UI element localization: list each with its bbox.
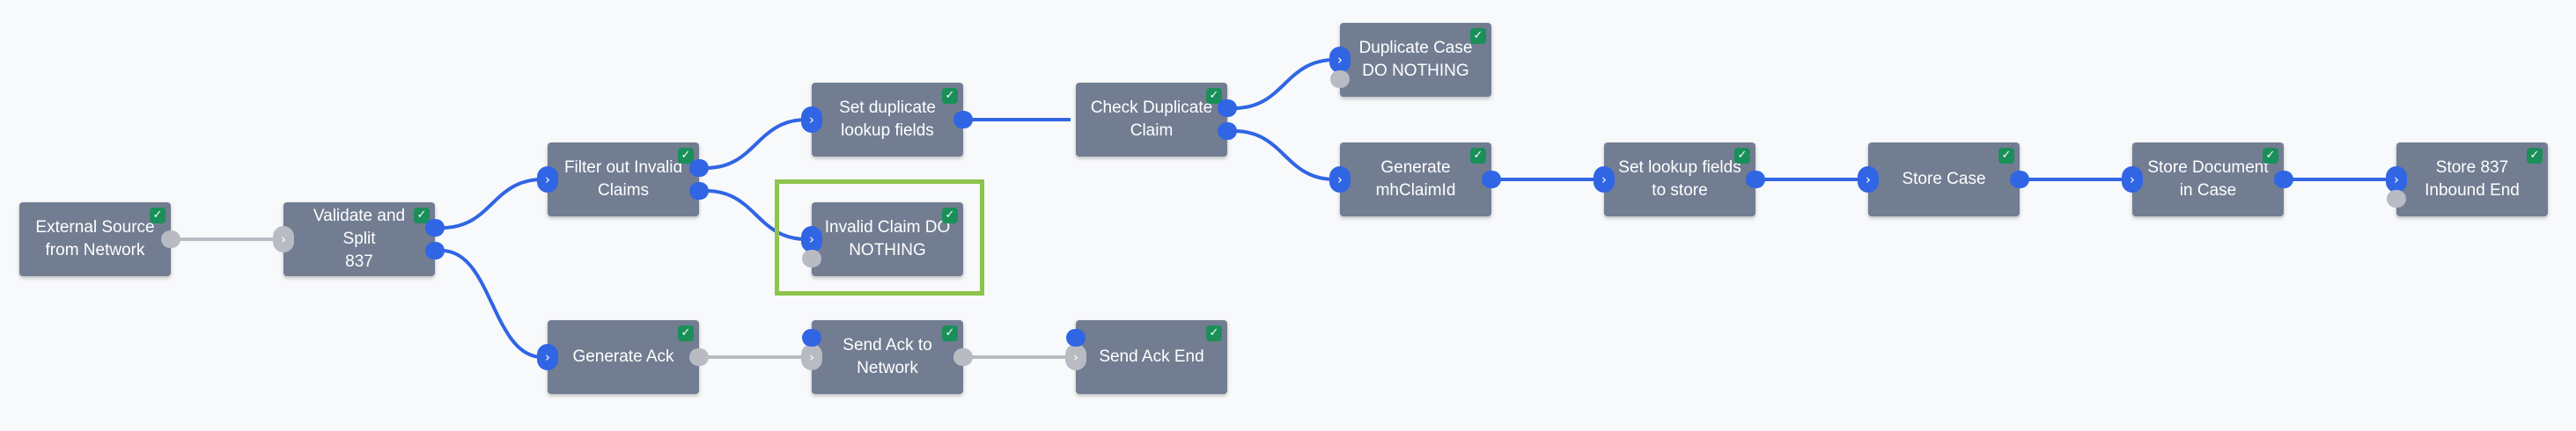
output-port[interactable] [1330,70,1350,88]
check-icon: ✓ [150,208,166,223]
input-port-chevron-icon[interactable]: › [801,226,822,252]
edge-n3-n5 [705,118,807,170]
node-n3[interactable]: Filter out Invalid Claims✓ [548,142,699,216]
node-n13[interactable]: Store Case ✓ [1868,142,2020,216]
node-label: Invalid Claim DO NOTHING [824,218,951,259]
input-port-chevron-icon[interactable]: › [537,344,558,370]
input-port-chevron-icon[interactable]: › [1593,166,1615,193]
input-port-chevron-icon[interactable]: › [1065,344,1086,370]
output-port[interactable] [425,219,445,237]
node-label: Send Ack to Network [843,336,932,377]
check-icon: ✓ [2263,148,2278,164]
check-icon: ✓ [1206,88,1222,104]
input-port-chevron-icon[interactable]: › [801,344,822,370]
secondary-port[interactable] [1066,329,1086,347]
input-port-chevron-icon[interactable]: › [537,166,558,193]
output-port[interactable] [689,348,709,366]
node-n9[interactable]: Send Ack End✓ [1076,320,1227,394]
node-label: Store 837 Inbound End [2425,158,2520,200]
node-n6[interactable]: Invalid Claim DO NOTHING✓ [812,202,963,276]
node-n7[interactable]: Send Ack to Network ✓ [812,320,963,394]
node-n2[interactable]: Validate and Split 837 ✓ [283,202,435,276]
output-port[interactable] [1746,171,1765,188]
check-icon: ✓ [678,148,694,164]
node-label: Check Duplicate Claim [1090,99,1213,140]
node-n12[interactable]: Set lookup fields to store✓ [1604,142,1755,216]
node-label: Validate and Split 837 [313,207,406,271]
edge-n3-n6 [705,189,807,241]
node-n8[interactable]: Check Duplicate Claim✓ [1076,83,1227,157]
node-n11[interactable]: Generate mhClaimId ✓ [1340,142,1491,216]
check-icon: ✓ [1470,148,1486,164]
check-icon: ✓ [942,208,958,223]
output-port[interactable] [953,348,973,366]
node-label: Send Ack End [1099,347,1204,366]
output-port[interactable] [689,159,709,177]
output-port[interactable] [1482,171,1501,188]
node-n14[interactable]: Store Document in Case✓ [2132,142,2284,216]
check-icon: ✓ [678,325,694,341]
node-label: Generate mhClaimId [1375,158,1456,200]
input-port-chevron-icon[interactable]: › [273,226,294,252]
input-port-chevron-icon[interactable]: › [2386,166,2407,193]
output-port[interactable] [689,182,709,200]
check-icon: ✓ [1470,28,1486,44]
node-n5[interactable]: Set duplicate lookup fields ✓ [812,83,963,157]
input-port-chevron-icon[interactable]: › [1858,166,1879,193]
output-port[interactable] [161,230,180,248]
edge-n8-n11 [1233,129,1336,181]
input-port-chevron-icon[interactable]: › [1329,166,1351,193]
input-port-chevron-icon[interactable]: › [1329,47,1351,73]
check-icon: ✓ [2527,148,2543,164]
check-icon: ✓ [942,88,958,104]
node-label: Store Case [1902,170,1986,188]
node-n4[interactable]: Generate Ack✓ [548,320,699,394]
node-label: Set lookup fields to store [1618,158,1741,200]
output-port[interactable] [425,242,445,259]
input-port-chevron-icon[interactable]: › [801,106,822,133]
check-icon: ✓ [942,325,958,341]
input-port-chevron-icon[interactable]: › [2122,166,2143,193]
secondary-port[interactable] [802,329,821,347]
output-port[interactable] [953,111,973,128]
edge-n2-n3 [441,178,543,230]
check-icon: ✓ [1206,325,1222,341]
check-icon: ✓ [1734,148,1750,164]
edge-n8-n10 [1233,58,1336,110]
output-port[interactable] [802,250,821,267]
output-port[interactable] [2387,190,2406,208]
node-n10[interactable]: Duplicate Case DO NOTHING✓ [1340,23,1491,97]
edge-n2-n4 [441,249,543,359]
output-port[interactable] [2274,171,2293,188]
output-port[interactable] [1218,122,1237,140]
node-label: Set duplicate lookup fields [839,99,936,140]
output-port[interactable] [2010,171,2029,188]
node-label: Store Document in Case [2147,158,2269,200]
node-label: Generate Ack [572,347,674,366]
node-n1[interactable]: External Source from Network✓ [19,202,171,276]
node-label: External Source from Network [35,218,155,259]
check-icon: ✓ [1998,148,2014,164]
node-n15[interactable]: Store 837 Inbound End ✓ [2396,142,2548,216]
node-label: Filter out Invalid Claims [563,158,683,200]
output-port[interactable] [1218,99,1237,117]
check-icon: ✓ [414,208,430,223]
node-label: Duplicate Case DO NOTHING [1358,39,1473,80]
selection-highlight [775,179,984,296]
